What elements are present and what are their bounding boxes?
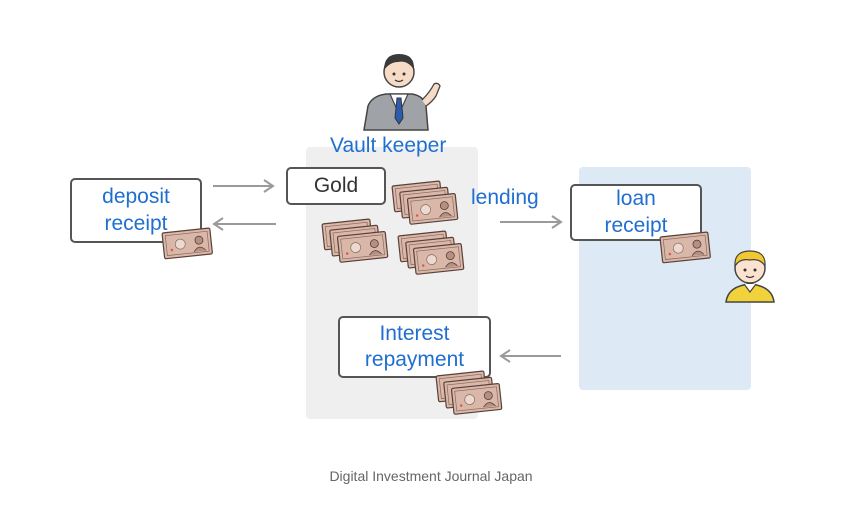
interest-line1: Interest: [379, 321, 450, 345]
loan-receipt-line2: receipt: [604, 213, 668, 237]
banknote-icon-loan: [659, 231, 712, 264]
banknote-icon-stack-top: [392, 180, 458, 226]
footer-credit: Digital Investment Journal Japan: [329, 468, 533, 484]
loan-receipt-line1: loan: [616, 187, 656, 211]
banknote-icon-stack-left: [322, 218, 388, 264]
arrow-lending: [500, 215, 563, 229]
arrow-to-gold: [213, 179, 275, 193]
banknote-icon-stack-right: [398, 230, 464, 276]
gold-label: Gold: [313, 173, 359, 197]
gold-box: Gold: [286, 167, 386, 205]
loan-receipt-box: loan receipt: [570, 184, 702, 241]
interest-line2: repayment: [364, 348, 465, 371]
deposit-receipt-box: deposit receipt: [70, 178, 202, 243]
businessman-icon: [363, 54, 441, 131]
vault-keeper-label: Vault keeper: [330, 134, 447, 157]
deposit-receipt-line1: deposit: [102, 185, 170, 209]
lending-label: lending: [471, 186, 539, 209]
banknote-icon-deposit: [161, 227, 214, 260]
arrow-to-depositor: [212, 217, 276, 231]
arrow-repayment: [499, 349, 561, 363]
interest-repayment-box: Interest repayment: [338, 316, 491, 378]
banknote-icon-interest: [436, 370, 502, 416]
deposit-receipt-line2: receipt: [104, 211, 168, 235]
child-person-icon: [725, 250, 775, 303]
